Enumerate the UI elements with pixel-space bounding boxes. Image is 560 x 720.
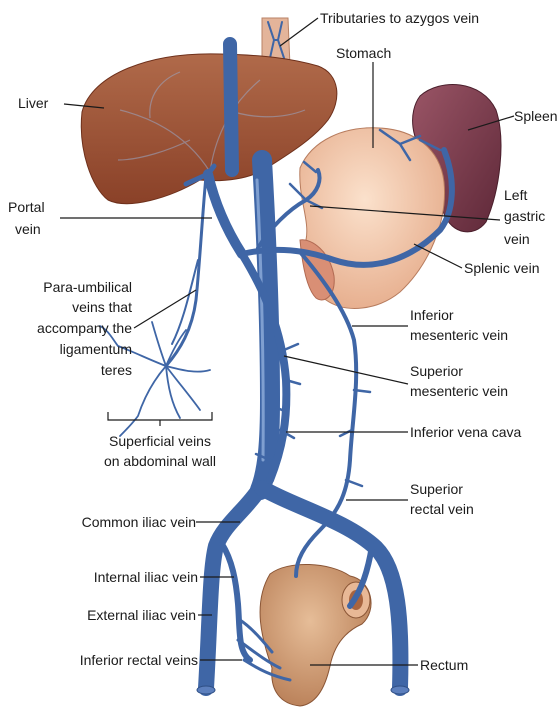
para-umbilical-branches [171,259,199,345]
label-sup-rectal-2: rectal vein [410,501,474,517]
label-splenic-vein: Splenic vein [464,260,540,276]
label-internal-iliac: Internal iliac vein [94,569,198,585]
azygos-tributaries-icon [267,21,285,59]
para-umbilical-veins [164,174,208,368]
inferior-rectal-veins [236,618,292,682]
label-sup-rectal-1: Superior [410,481,463,497]
label-common-iliac: Common iliac vein [82,514,196,530]
splenic-vein [239,147,455,268]
label-tributaries-azygos: Tributaries to azygos vein [320,10,479,26]
right-internal-iliac [347,543,375,609]
liver [80,53,338,205]
right-iliac-end [390,685,410,695]
inferior-vena-cava [250,150,280,500]
label-para-1: Para-umbilical [43,279,132,295]
portal-branches [183,163,217,187]
portal-vein [203,169,247,259]
label-external-iliac: External iliac vein [87,607,196,623]
label-para-5: teres [101,362,132,378]
ivc-highlight [255,178,265,462]
label-para-3: accompany the [37,320,132,336]
internal-iliac-vein [219,541,253,663]
label-portal-2: vein [15,221,41,237]
label-portal-1: Portal [8,199,45,215]
left-iliac-end [196,685,216,695]
label-para-2: veins that [72,299,132,315]
label-liver: Liver [18,95,49,111]
inferior-mesenteric-vein [294,250,359,578]
label-left-gastric-2: gastric [504,208,545,224]
imv-tributaries [338,388,372,488]
gastric-branches [288,128,442,210]
left-common-iliac [198,480,268,696]
label-para-umbilical: Para-umbilical veins that accompany the … [37,279,132,378]
right-common-iliac [254,480,409,696]
smv-tributaries [254,342,302,462]
label-inf-mes-2: mesenteric vein [410,327,508,343]
superficial-veins [99,321,211,437]
label-left-gastric-3: vein [504,231,530,247]
ivc-upper [223,37,239,177]
label-left-gastric-1: Left [504,187,527,203]
label-inf-mes-1: Inferior [410,307,454,323]
label-superficial-1: Superficial veins [109,433,211,449]
label-stomach: Stomach [336,45,391,61]
label-superficial-2: on abdominal wall [104,453,216,469]
label-rectum: Rectum [420,657,468,673]
label-ivc: Inferior vena cava [410,424,521,440]
label-inferior-rectal: Inferior rectal veins [80,652,198,668]
label-sup-mes-1: Superior [410,363,463,379]
label-sup-mes-2: mesenteric vein [410,383,508,399]
label-para-4: ligamentum [60,341,132,357]
label-spleen: Spleen [514,108,558,124]
leader-lines [60,17,515,666]
